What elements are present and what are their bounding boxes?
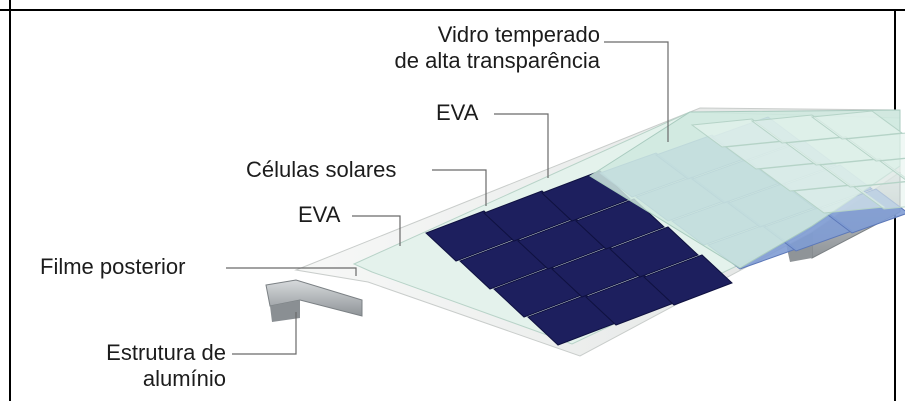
leader-eva-bottom [352,215,401,246]
label-estrutura-line2: alumínio [142,366,226,391]
label-vidro-line2: de alta transparência [394,48,600,73]
leader-estrutura [232,312,297,355]
label-estrutura-line1: Estrutura de [106,340,226,365]
leader-lines [226,41,669,355]
leader-vidro [604,41,669,142]
leader-eva-top [494,113,549,178]
glass-cell [844,132,905,162]
label-eva-bottom: EVA [298,202,341,227]
leader-filme [226,267,357,276]
solar-cell [575,198,665,250]
glass-cell [878,157,905,180]
label-filme: Filme posterior [40,254,186,279]
label-celulas: Células solares [246,157,397,182]
solar-cell [643,254,733,306]
label-vidro-line1: Vidro temperado [437,22,600,47]
solar-cell [609,226,699,278]
label-estrutura: Estrutura de alumínio [66,340,226,392]
label-eva-top: EVA [436,100,479,125]
glass-cell [852,181,905,210]
glass-cell [818,158,905,188]
leader-celulas [432,169,487,206]
label-vidro: Vidro temperado de alta transparência [380,22,600,74]
glass-cell-outlines [690,110,905,214]
